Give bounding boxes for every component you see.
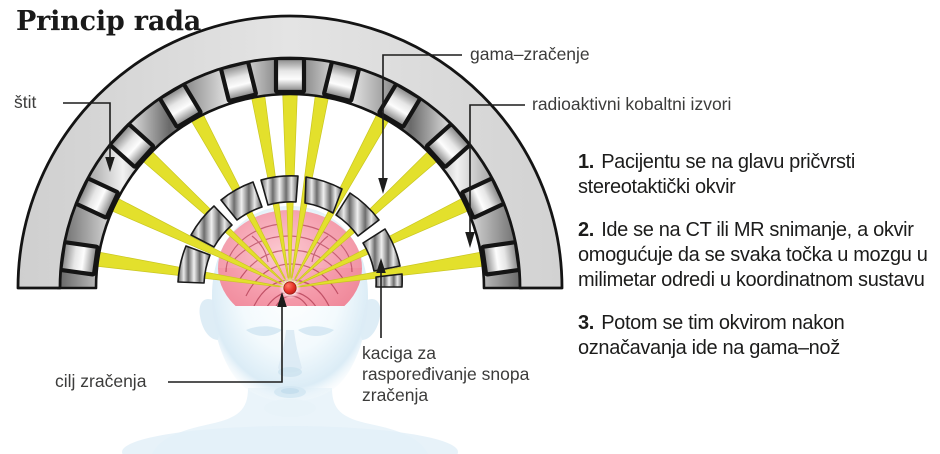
leader-lines: [63, 54, 525, 383]
shield-band: [16, 14, 564, 290]
cobalt-source: [480, 240, 522, 277]
label-collimator-helmet: kaciga za raspoređivanje snopa zračenja: [362, 343, 530, 405]
helmet-segment: [260, 175, 299, 206]
helmet-segment: [362, 228, 401, 272]
gamma-knife-diagram: [16, 14, 564, 454]
leader-target: [168, 305, 283, 383]
step-item: 1. Pacijentu se na glavu pričvrsti stere…: [578, 150, 934, 200]
helmet-segment: [177, 245, 211, 284]
steps-list: 1. Pacijentu se na glavu pričvrsti stere…: [578, 150, 934, 361]
cobalt-source-blocks: [58, 55, 522, 277]
step-text: Potom se tim okvirom nakon označavanja i…: [578, 312, 845, 359]
cobalt-source: [273, 55, 307, 95]
label-gamma-radiation: gama–zračenje: [470, 44, 590, 64]
arrowhead-helmet: [376, 258, 386, 273]
step-text: Ide se na CT ili MR snimanje, a okvir om…: [578, 219, 928, 291]
helmet-segment: [220, 181, 263, 221]
label-shield: štit: [14, 92, 37, 112]
target-focal-point: [279, 277, 301, 299]
helmet-segment: [190, 205, 233, 248]
arrowhead-gamma: [378, 178, 388, 194]
step-number: 3.: [578, 312, 594, 334]
arrowhead-cobalt: [465, 232, 475, 248]
leader-gamma: [382, 54, 462, 178]
leader-cobalt: [469, 104, 525, 232]
helmet-segment: [304, 176, 343, 214]
leader-shield: [63, 102, 111, 158]
step-item: 3. Potom se tim okvirom nakon označavanj…: [578, 311, 934, 361]
cobalt-source: [58, 240, 100, 277]
label-cobalt-sources: radioaktivni kobaltni izvori: [532, 94, 732, 114]
label-radiation-target: cilj zračenja: [55, 371, 147, 391]
step-number: 1.: [578, 151, 594, 173]
step-item: 2. Ide se na CT ili MR snimanje, a okvir…: [578, 218, 934, 293]
helmet-segment: [375, 273, 403, 288]
arrowhead-target: [277, 292, 287, 307]
step-number: 2.: [578, 219, 594, 241]
step-text: Pacijentu se na glavu pričvrsti stereota…: [578, 151, 855, 198]
radiation-shield: [16, 14, 564, 290]
collimator-helmet: [177, 175, 403, 288]
arrowhead-shield: [105, 157, 115, 172]
helmet-segment: [335, 192, 380, 237]
page-title: Princip rada: [16, 6, 202, 37]
